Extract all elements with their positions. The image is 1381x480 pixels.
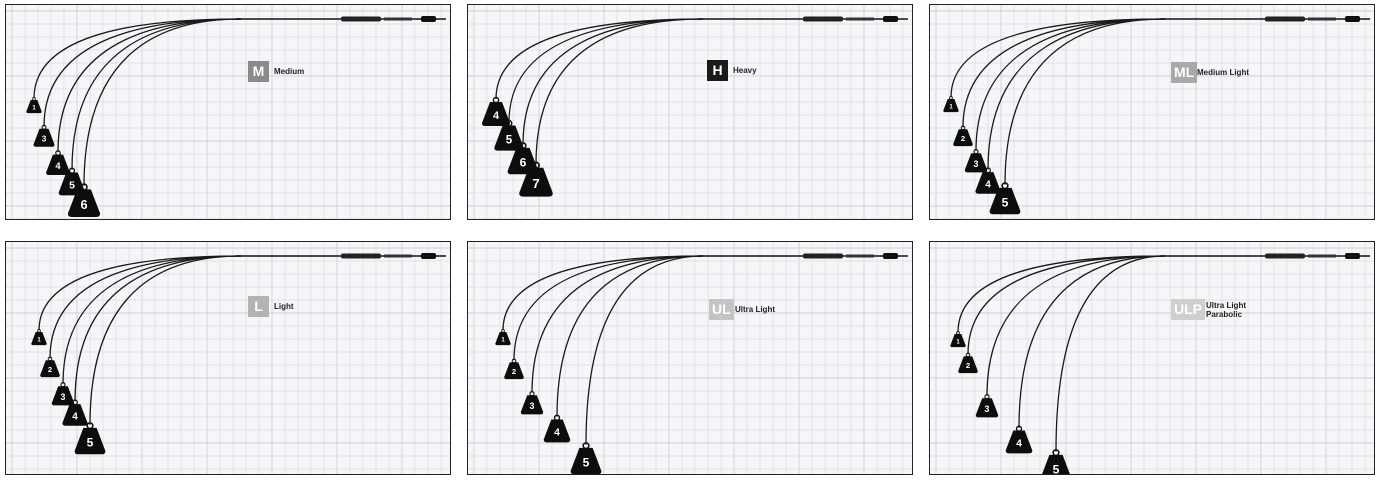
weight-number: 5 xyxy=(87,436,94,450)
weight-number: 7 xyxy=(532,176,539,191)
rod-bend-graphic: 1 3 456 xyxy=(6,5,451,220)
weight-number: 4 xyxy=(493,110,500,122)
weight-number: 2 xyxy=(966,361,970,370)
rod-bend-curve xyxy=(1056,256,1165,452)
weight-icon: 3 xyxy=(52,383,74,406)
weight-number: 2 xyxy=(48,365,52,374)
action-code-badge: ULP xyxy=(1171,299,1205,320)
action-name-label: Light xyxy=(274,302,294,311)
rod-bend-curve xyxy=(963,19,1165,127)
weight-number: 3 xyxy=(42,135,47,144)
action-name-label: Ultra Light xyxy=(735,305,775,314)
rod-bend-curve xyxy=(75,256,241,401)
weight-icon: 5 xyxy=(571,443,602,474)
rod-bend-curve xyxy=(44,19,241,127)
weight-icon: 5 xyxy=(1041,450,1072,475)
weight-number: 3 xyxy=(530,401,535,411)
weight-number: 5 xyxy=(1002,196,1009,210)
action-code-badge: UL xyxy=(709,299,734,320)
weight-number: 4 xyxy=(55,161,61,171)
action-code-badge: L xyxy=(248,296,269,317)
weight-number: 2 xyxy=(961,134,965,143)
weight-number: 2 xyxy=(512,367,516,376)
weight-number: 3 xyxy=(985,404,990,414)
rod-bend-curve xyxy=(586,256,703,445)
weight-icon: 2 xyxy=(504,359,524,379)
weight-icon: 1 xyxy=(943,96,958,112)
action-name-label: Medium xyxy=(274,67,304,76)
weight-number: 4 xyxy=(72,411,78,422)
rod-bend-graphic: 1 2 34 5 xyxy=(6,242,451,475)
action-code-badge: ML xyxy=(1171,62,1197,83)
weight-number: 3 xyxy=(61,392,66,402)
action-code-badge: M xyxy=(248,61,269,82)
weight-number: 4 xyxy=(985,179,991,190)
rod-bend-curve xyxy=(503,256,703,330)
background-grid xyxy=(6,242,451,475)
rod-bend-curve xyxy=(90,256,241,425)
weight-icon: 2 xyxy=(40,357,60,377)
background-grid xyxy=(930,242,1375,475)
action-name-label: Medium Light xyxy=(1197,68,1249,77)
weight-number: 4 xyxy=(1016,439,1022,450)
weight-number: 6 xyxy=(520,156,527,170)
rod-bend-curve xyxy=(509,19,703,122)
action-name-label: Heavy xyxy=(733,66,757,75)
rod-bend-curve xyxy=(84,19,241,186)
action-name-label: Ultra Light Parabolic xyxy=(1206,301,1246,319)
weight-number: 5 xyxy=(1053,463,1060,475)
weight-number: 5 xyxy=(583,456,590,470)
rod-bend-graphic: 1 2 3 4 5 xyxy=(468,242,913,475)
weight-icon: 4 xyxy=(46,151,70,175)
weight-number: 6 xyxy=(80,198,87,212)
rod-bend-curve xyxy=(496,19,703,99)
weight-number: 3 xyxy=(974,159,979,169)
rod-handle xyxy=(698,16,908,22)
rod-handle xyxy=(236,253,446,259)
rod-handle xyxy=(1160,253,1370,259)
rod-bend-curve xyxy=(958,256,1165,332)
weight-icon: 3 xyxy=(976,395,998,418)
rod-bend-curve xyxy=(34,19,241,98)
weight-number: 4 xyxy=(554,428,560,439)
weight-number: 5 xyxy=(506,134,513,146)
rod-handle xyxy=(1160,16,1370,22)
rod-bend-curve xyxy=(536,19,703,164)
rod-bend-graphic: 1 2 345 xyxy=(930,5,1375,220)
weight-icon: 4 xyxy=(544,415,571,442)
weight-icon: 3 xyxy=(521,392,543,415)
weight-number: 5 xyxy=(69,181,75,192)
rod-bend-curve xyxy=(988,19,1165,169)
rod-handle xyxy=(698,253,908,259)
weight-icon: 1 xyxy=(26,97,41,113)
rod-bend-curve xyxy=(39,256,241,330)
rod-bend-curve xyxy=(50,256,241,358)
weight-icon: 3 xyxy=(965,150,987,173)
rod-action-panel: 1 3 456 M Medium xyxy=(5,4,451,220)
weight-icon: 1 xyxy=(495,329,510,345)
rod-handle xyxy=(236,16,446,22)
rod-bend-curve xyxy=(72,19,241,170)
rod-bend-curve xyxy=(951,19,1165,97)
weight-icon: 1 xyxy=(31,329,46,345)
weight-icon: 2 xyxy=(953,126,973,146)
action-code-badge: H xyxy=(707,60,728,81)
